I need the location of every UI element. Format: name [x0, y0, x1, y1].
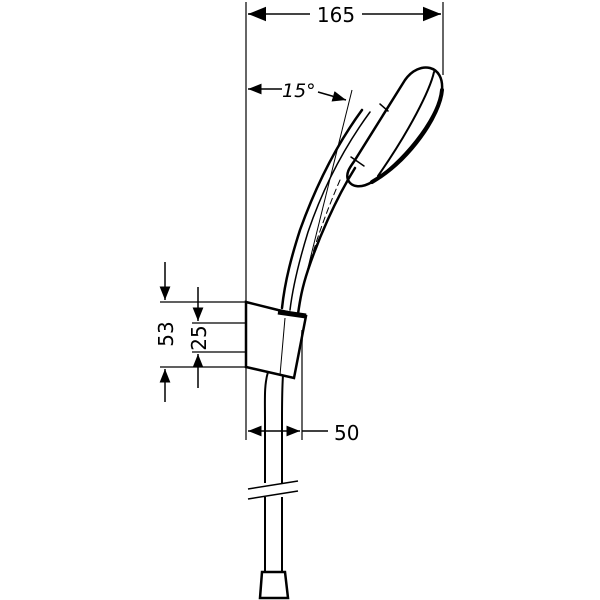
- dimension-holder-heights: 53 25: [154, 262, 246, 402]
- wall-holder: [244, 300, 308, 380]
- dimension-25-label: 25: [187, 325, 211, 350]
- dimension-53-label: 53: [154, 321, 178, 346]
- dimension-overall-width: 165: [248, 3, 441, 27]
- shower-head: [346, 66, 444, 188]
- dimension-165-label: 165: [317, 3, 355, 27]
- dimension-15deg-label: 15°: [282, 80, 316, 102]
- dimension-50-label: 50: [334, 421, 359, 445]
- shower-hose: [247, 371, 299, 600]
- dimension-holder-projection: 50: [248, 421, 359, 445]
- dimension-tilt-angle: 15°: [248, 80, 353, 301]
- shower-handle: [280, 108, 371, 316]
